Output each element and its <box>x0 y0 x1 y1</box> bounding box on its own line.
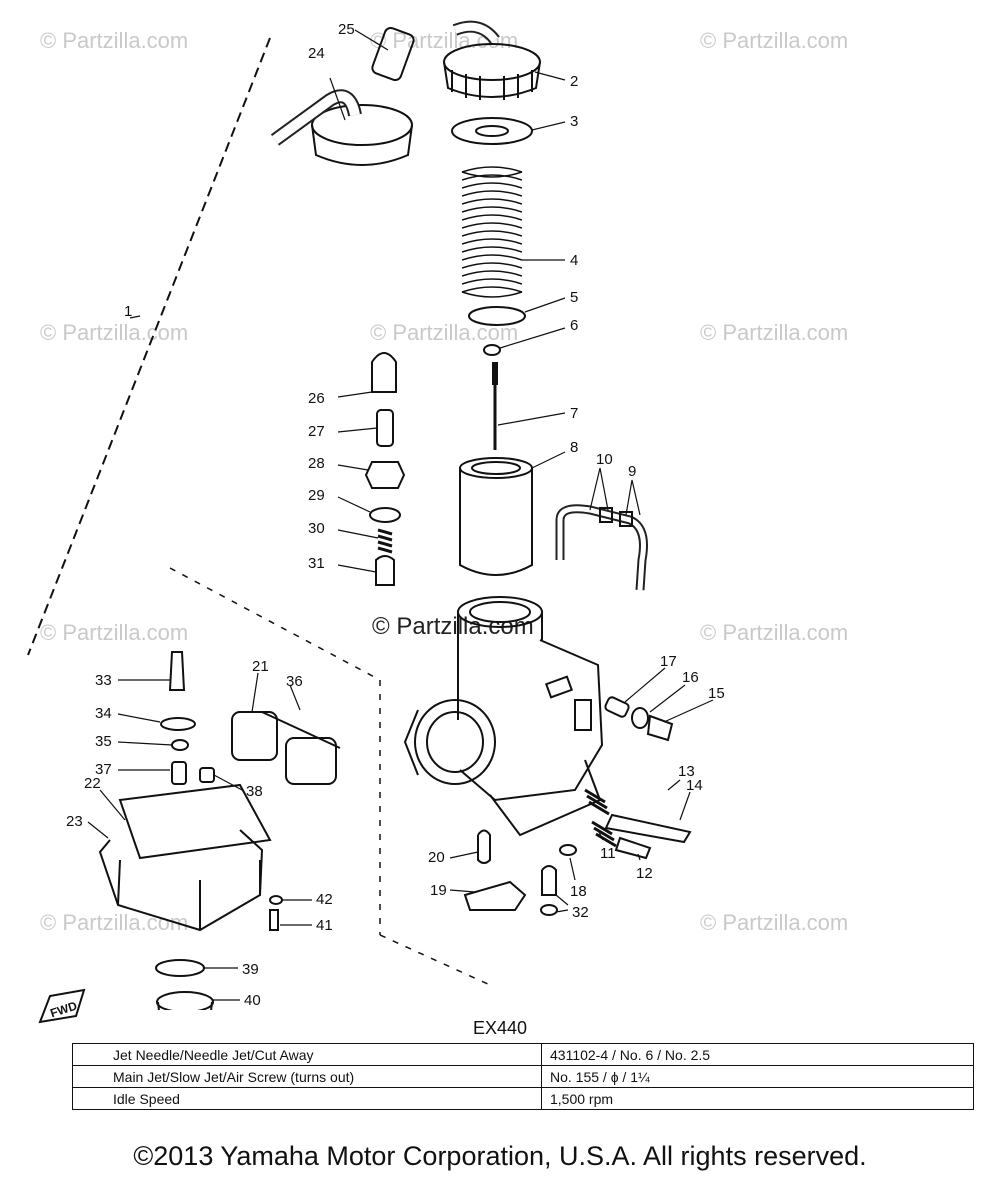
needle-clip <box>483 344 501 356</box>
callout-22: 22 <box>84 775 101 792</box>
callout-numbers: 1 2 3 4 5 6 7 8 9 10 11 12 13 14 15 16 1… <box>66 21 725 1009</box>
callout-15: 15 <box>708 685 725 702</box>
plunger-spring <box>377 528 393 554</box>
float-needle-valve-seat <box>168 651 186 691</box>
spec-label: Jet Needle/Needle Jet/Cut Away <box>72 1043 542 1066</box>
throttle-stop-screw <box>584 788 692 860</box>
baffle-plate <box>463 880 527 911</box>
watermark: © Partzilla.com <box>370 320 518 345</box>
watermark-layer: © Partzilla.com © Partzilla.com © Partzi… <box>40 28 848 935</box>
callout-28: 28 <box>308 455 325 472</box>
callout-16: 16 <box>682 669 699 686</box>
assembly-bracket-line <box>27 37 271 656</box>
float-chamber-gasket <box>118 783 272 860</box>
callout-13: 13 <box>678 763 695 780</box>
watermark: © Partzilla.com <box>700 910 848 935</box>
callout-14: 14 <box>686 777 703 794</box>
model-label: EX440 <box>472 1018 528 1038</box>
plunger-tip <box>375 555 395 586</box>
table-row: Idle Speed 1,500 rpm <box>72 1087 974 1110</box>
spec-label: Main Jet/Slow Jet/Air Screw (turns out) <box>72 1065 542 1088</box>
callout-32: 32 <box>572 904 589 921</box>
throttle-valve-spring <box>461 166 523 298</box>
callout-35: 35 <box>95 733 112 750</box>
callout-3: 3 <box>570 113 578 130</box>
callout-40: 40 <box>244 992 261 1009</box>
watermark: © Partzilla.com <box>40 28 188 53</box>
watermark: © Partzilla.com <box>370 28 518 53</box>
callout-33: 33 <box>95 672 112 689</box>
callout-27: 27 <box>308 423 325 440</box>
callout-38: 38 <box>246 783 263 800</box>
float-valve-washer <box>160 717 196 731</box>
carburetor-exploded-diagram: © Partzilla.com © Partzilla.com © Partzi… <box>27 20 848 1010</box>
o-ring <box>155 959 205 977</box>
plunger-washer <box>369 507 401 523</box>
watermark: © Partzilla.com <box>700 320 848 345</box>
air-vent-tube <box>555 504 648 591</box>
spec-table: Jet Needle/Needle Jet/Cut Away 431102-4 … <box>72 1043 974 1110</box>
top-cap-with-hose <box>270 89 413 166</box>
table-row: Jet Needle/Needle Jet/Cut Away 431102-4 … <box>72 1043 974 1066</box>
mixing-chamber-cap <box>371 20 541 100</box>
callout-20: 20 <box>428 849 445 866</box>
callout-18: 18 <box>570 883 587 900</box>
plunger-nut <box>364 461 406 489</box>
small-washer <box>559 844 577 856</box>
float-chamber <box>98 651 341 1010</box>
main-jet <box>477 829 491 864</box>
callout-23: 23 <box>66 813 83 830</box>
callout-4: 4 <box>570 252 578 269</box>
watermark: © Partzilla.com <box>40 320 188 345</box>
plunger <box>376 409 394 447</box>
callout-19: 19 <box>430 882 447 899</box>
fwd-arrow-icon: FWD <box>38 988 86 1024</box>
callout-41: 41 <box>316 917 333 934</box>
callout-37: 37 <box>95 761 112 778</box>
spec-value: 1,500 rpm <box>541 1087 974 1110</box>
callout-30: 30 <box>308 520 325 537</box>
callout-17: 17 <box>660 653 677 670</box>
callout-42: 42 <box>316 891 333 908</box>
callout-6: 6 <box>570 317 578 334</box>
washer <box>451 117 533 145</box>
table-row: Main Jet/Slow Jet/Air Screw (turns out) … <box>72 1065 974 1088</box>
callout-29: 29 <box>308 487 325 504</box>
callout-2: 2 <box>570 73 578 90</box>
throttle-valve <box>459 457 533 576</box>
callout-26: 26 <box>308 390 325 407</box>
callout-10: 10 <box>596 451 613 468</box>
float <box>231 711 278 761</box>
callout-36: 36 <box>286 673 303 690</box>
callout-5: 5 <box>570 289 578 306</box>
starter-plunger-parts <box>364 352 406 586</box>
callout-1: 1 <box>124 303 132 320</box>
callout-9: 9 <box>628 463 636 480</box>
needle-plate <box>468 306 526 326</box>
drain-plug-lower <box>156 991 214 1010</box>
watermark: © Partzilla.com <box>40 910 188 935</box>
plunger-cap <box>371 352 397 393</box>
spec-value: 431102-4 / No. 6 / No. 2.5 <box>541 1043 974 1066</box>
watermark: © Partzilla.com <box>700 28 848 53</box>
copyright-notice: ©2013 Yamaha Motor Corporation, U.S.A. A… <box>133 1141 867 1171</box>
callout-21: 21 <box>252 658 269 675</box>
drain-plug <box>541 865 557 896</box>
callout-8: 8 <box>570 439 578 456</box>
spec-value: No. 155 / ϕ / 1¼ <box>541 1065 974 1088</box>
spec-label: Idle Speed <box>72 1087 542 1110</box>
callout-12: 12 <box>636 865 653 882</box>
callout-11: 11 <box>600 845 616 862</box>
callout-34: 34 <box>95 705 112 722</box>
watermark: © Partzilla.com <box>40 620 188 645</box>
callout-24: 24 <box>308 45 325 62</box>
callout-31: 31 <box>308 555 325 572</box>
carburetor-body <box>403 596 604 837</box>
callout-39: 39 <box>242 961 259 978</box>
callout-leaders <box>87 29 714 1001</box>
callout-25: 25 <box>338 21 355 38</box>
watermark: © Partzilla.com <box>700 620 848 645</box>
callout-7: 7 <box>570 405 578 422</box>
